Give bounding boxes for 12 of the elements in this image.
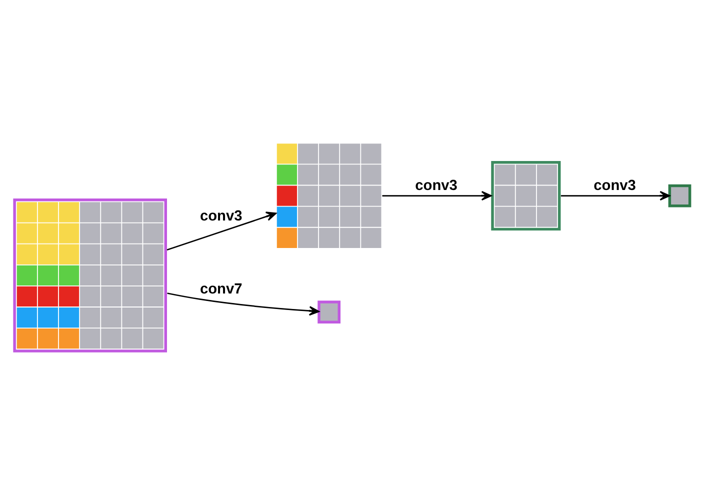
edge-label: conv3 [594, 178, 636, 194]
arrow [167, 292, 320, 316]
edge-label: conv3 [200, 208, 242, 224]
arrow [382, 190, 492, 201]
edge-label: conv3 [415, 178, 458, 194]
node-picture [491, 160, 561, 231]
edge-label: conv7 [200, 282, 242, 298]
node-box [668, 184, 692, 208]
arrow [560, 190, 670, 201]
node-box [318, 300, 341, 324]
arrow [166, 212, 276, 251]
node-picture [13, 198, 167, 352]
